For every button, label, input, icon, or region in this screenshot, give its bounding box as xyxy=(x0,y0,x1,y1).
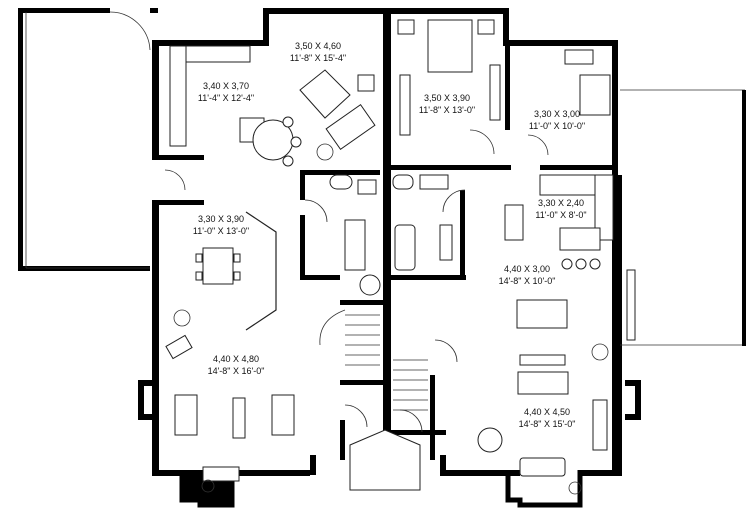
room-metric: 3,50 X 4,60 xyxy=(295,41,341,51)
room-imperial: 14'-8" X 16'-0" xyxy=(208,366,265,376)
room-label-dining-left: 3,30 X 3,90 11'-0" X 13'-0" xyxy=(193,214,249,236)
door-swings xyxy=(164,129,549,433)
room-metric: 3,30 X 3,00 xyxy=(534,109,580,119)
room-metric: 4,40 X 3,00 xyxy=(504,264,550,274)
room-label-kitchen-right: 3,30 X 2,40 11'-0" X 8'-0" xyxy=(535,198,586,220)
deck-rail xyxy=(620,89,746,346)
garage xyxy=(18,8,158,271)
room-label-bedroom-2: 3,30 X 3,00 11'-0" X 10'-0" xyxy=(529,109,585,131)
room-imperial: 11'-8" X 15'-4" xyxy=(290,53,346,63)
room-label-living-lower-left: 4,40 X 4,80 14'-8" X 16'-0" xyxy=(208,354,265,376)
room-imperial: 11'-0" X 10'-0" xyxy=(529,121,585,131)
room-imperial: 14'-8" X 10'-0" xyxy=(499,276,556,286)
room-label-bedroom-1: 3,50 X 3,90 11'-8" X 13'-0" xyxy=(419,93,475,115)
garage-door-swing xyxy=(109,11,151,51)
side-bumpouts xyxy=(138,380,641,420)
room-imperial: 11'-0" X 8'-0" xyxy=(535,210,586,220)
room-label-living-lower-right: 4,40 X 4,50 14'-8" X 15'-0" xyxy=(519,407,576,429)
room-labels: 3,50 X 4,60 11'-8" X 15'-4" 3,40 X 3,70 … xyxy=(193,41,587,429)
room-label-living-upper-left: 3,50 X 4,60 11'-8" X 15'-4" xyxy=(290,41,346,63)
room-metric: 3,30 X 2,40 xyxy=(538,198,584,208)
room-metric: 4,40 X 4,80 xyxy=(213,354,259,364)
room-metric: 3,30 X 3,90 xyxy=(198,214,244,224)
room-imperial: 11'-0" X 13'-0" xyxy=(193,226,249,236)
room-label-dining-right: 4,40 X 3,00 14'-8" X 10'-0" xyxy=(499,264,556,286)
room-imperial: 14'-8" X 15'-0" xyxy=(519,419,576,429)
exterior-walls xyxy=(152,8,622,476)
room-metric: 4,40 X 4,50 xyxy=(524,407,570,417)
interior-walls xyxy=(159,40,615,460)
room-imperial: 11'-4" X 12'-4" xyxy=(198,93,254,103)
room-imperial: 11'-8" X 13'-0" xyxy=(419,105,475,115)
furniture xyxy=(165,19,614,495)
room-metric: 3,40 X 3,70 xyxy=(203,81,249,91)
room-label-kitchen-left: 3,40 X 3,70 11'-4" X 12'-4" xyxy=(198,81,254,103)
bay-windows xyxy=(179,457,583,508)
room-metric: 3,50 X 3,90 xyxy=(424,93,470,103)
